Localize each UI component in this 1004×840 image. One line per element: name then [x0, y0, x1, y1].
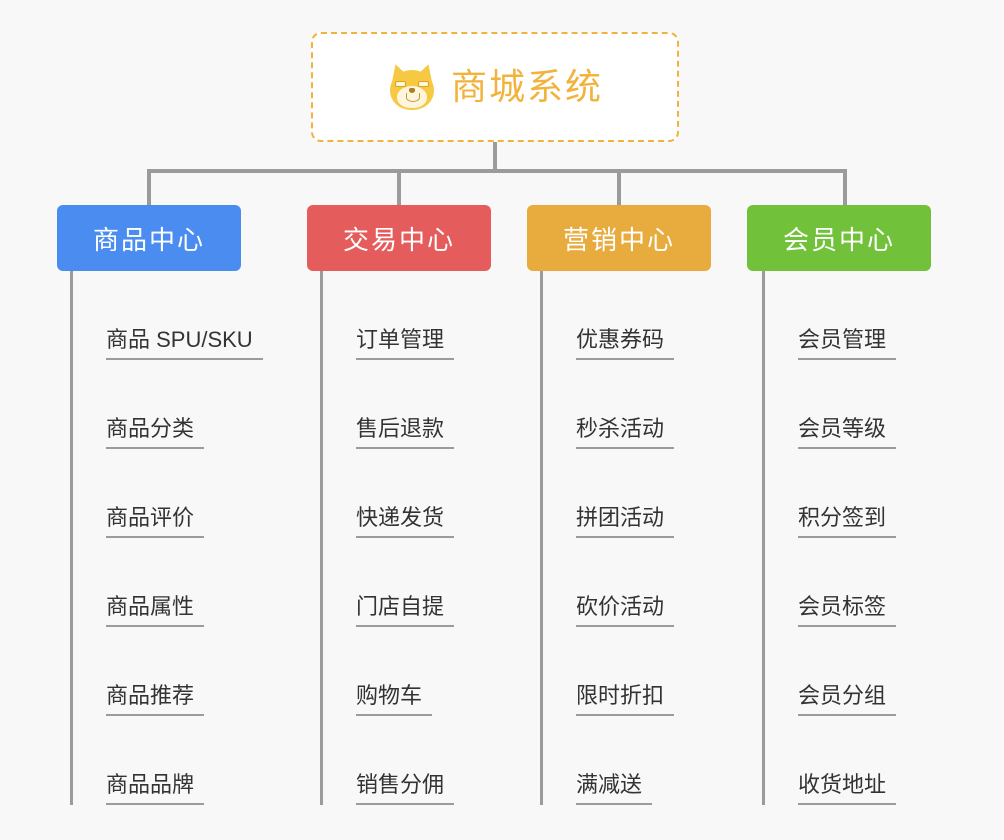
- list-item[interactable]: 会员等级: [762, 360, 897, 449]
- leaf-label: 售后退款: [356, 416, 455, 449]
- leaf-label: 会员分组: [798, 683, 897, 716]
- connector-drop-1: [147, 169, 151, 205]
- leaf-rail-2: [320, 271, 323, 805]
- leaf-label: 收货地址: [798, 772, 897, 805]
- category-box-4[interactable]: 会员中心: [747, 205, 931, 271]
- list-item[interactable]: 限时折扣: [540, 627, 675, 716]
- list-item[interactable]: 商品 SPU/SKU: [70, 271, 263, 360]
- dog-face-icon: [386, 61, 438, 110]
- leaf-label: 商品品牌: [106, 772, 205, 805]
- connector-root-stem: [493, 142, 497, 171]
- leaf-label: 会员等级: [798, 416, 897, 449]
- list-item[interactable]: 商品分类: [70, 360, 263, 449]
- list-item[interactable]: 砍价活动: [540, 538, 675, 627]
- leaf-label: 销售分佣: [356, 772, 455, 805]
- list-item[interactable]: 秒杀活动: [540, 360, 675, 449]
- list-item[interactable]: 销售分佣: [320, 716, 455, 805]
- leaf-column-2: 订单管理 售后退款 快递发货 门店自提 购物车 销售分佣: [320, 271, 455, 805]
- category-box-3[interactable]: 营销中心: [527, 205, 711, 271]
- list-item[interactable]: 购物车: [320, 627, 454, 716]
- list-item[interactable]: 会员分组: [762, 627, 897, 716]
- list-item[interactable]: 商品推荐: [70, 627, 263, 716]
- category-box-2[interactable]: 交易中心: [307, 205, 491, 271]
- leaf-label: 砍价活动: [576, 594, 675, 627]
- leaf-label: 会员管理: [798, 327, 897, 360]
- leaf-label: 积分签到: [798, 505, 897, 538]
- list-item[interactable]: 商品属性: [70, 538, 263, 627]
- leaf-rail-3: [540, 271, 543, 805]
- list-item[interactable]: 收货地址: [762, 716, 897, 805]
- category-label-2: 交易中心: [342, 224, 455, 255]
- list-item[interactable]: 订单管理: [320, 271, 455, 360]
- list-item[interactable]: 会员标签: [762, 538, 897, 627]
- list-item[interactable]: 拼团活动: [540, 449, 675, 538]
- leaf-label: 商品 SPU/SKU: [106, 327, 263, 360]
- connector-drop-4: [843, 169, 847, 205]
- connector-drop-2: [397, 169, 401, 205]
- leaf-label: 商品评价: [106, 505, 205, 538]
- leaf-label: 门店自提: [356, 594, 455, 627]
- leaf-rail-1: [70, 271, 73, 805]
- leaf-label: 满减送: [576, 772, 653, 805]
- root-node-mall-system[interactable]: 商城系统: [311, 32, 679, 142]
- leaf-label: 会员标签: [798, 594, 897, 627]
- leaf-rail-4: [762, 271, 765, 805]
- category-label-3: 营销中心: [562, 224, 675, 255]
- list-item[interactable]: 售后退款: [320, 360, 455, 449]
- leaf-column-1: 商品 SPU/SKU 商品分类 商品评价 商品属性 商品推荐 商品品牌: [70, 271, 263, 805]
- category-box-1[interactable]: 商品中心: [57, 205, 241, 271]
- list-item[interactable]: 快递发货: [320, 449, 455, 538]
- leaf-label: 快递发货: [356, 505, 455, 538]
- leaf-label: 商品属性: [106, 594, 205, 627]
- leaf-label: 商品分类: [106, 416, 205, 449]
- connector-drop-3: [617, 169, 621, 205]
- leaf-label: 限时折扣: [576, 683, 675, 716]
- list-item[interactable]: 优惠券码: [540, 271, 675, 360]
- list-item[interactable]: 会员管理: [762, 271, 897, 360]
- leaf-label: 拼团活动: [576, 505, 675, 538]
- root-title: 商城系统: [450, 66, 603, 107]
- category-label-4: 会员中心: [782, 224, 895, 255]
- list-item[interactable]: 门店自提: [320, 538, 455, 627]
- category-label-1: 商品中心: [92, 224, 205, 255]
- leaf-label: 优惠券码: [576, 327, 675, 360]
- list-item[interactable]: 商品品牌: [70, 716, 263, 805]
- leaf-label: 订单管理: [356, 327, 455, 360]
- leaf-label: 秒杀活动: [576, 416, 675, 449]
- leaf-label: 商品推荐: [106, 683, 205, 716]
- list-item[interactable]: 商品评价: [70, 449, 263, 538]
- list-item[interactable]: 积分签到: [762, 449, 897, 538]
- leaf-label: 购物车: [356, 683, 433, 716]
- list-item[interactable]: 满减送: [540, 716, 674, 805]
- leaf-column-4: 会员管理 会员等级 积分签到 会员标签 会员分组 收货地址: [762, 271, 897, 805]
- connector-horizontal-bus: [147, 169, 847, 173]
- leaf-column-3: 优惠券码 秒杀活动 拼团活动 砍价活动 限时折扣 满减送: [540, 271, 675, 805]
